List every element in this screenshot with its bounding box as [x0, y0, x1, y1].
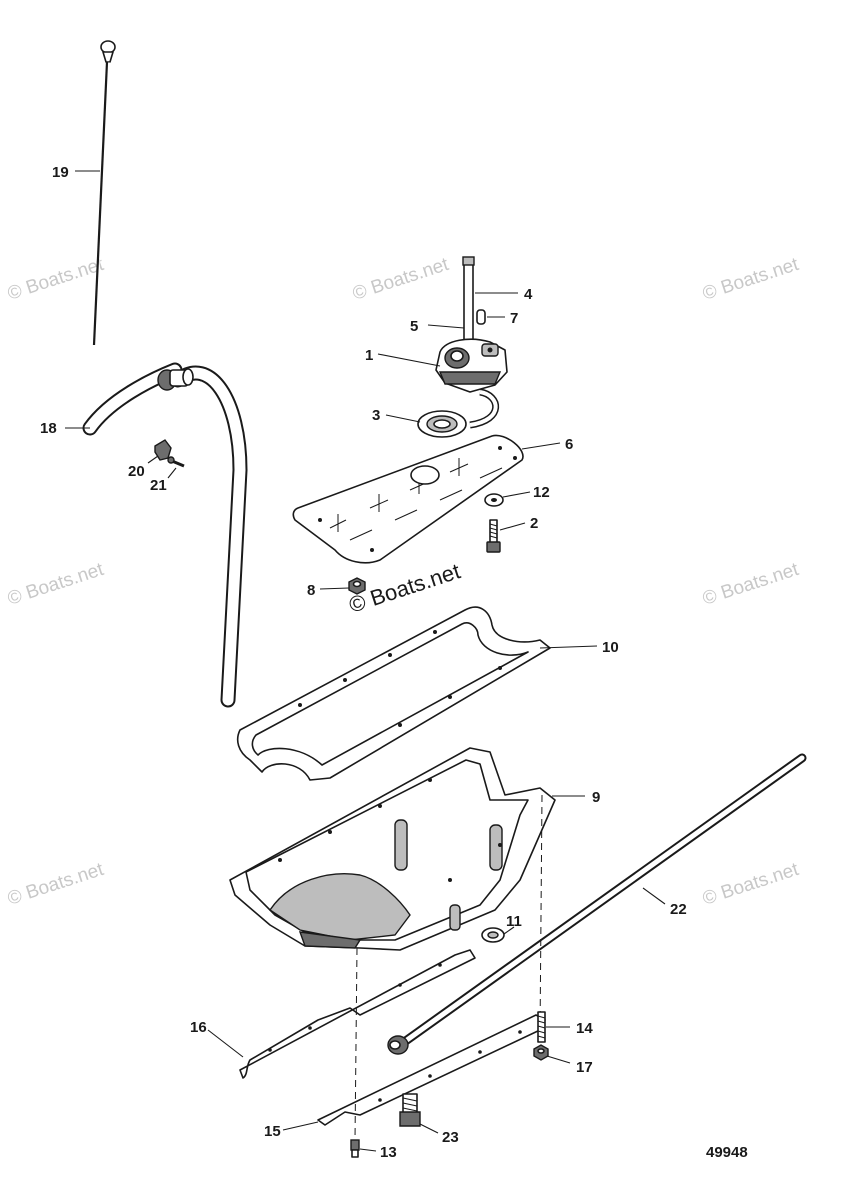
callout-14: 14 — [576, 1020, 593, 1037]
watermark: © Boats.net — [700, 859, 802, 910]
part-12-washer — [484, 493, 504, 507]
watermark: © Boats.net — [700, 254, 802, 305]
part-3-pickup-screen — [417, 388, 500, 438]
watermark: © Boats.net — [5, 559, 107, 610]
part-11-drain-washer — [481, 927, 505, 943]
callout-20: 20 — [128, 463, 145, 480]
part-23-drain-plug — [399, 1093, 421, 1127]
callout-6: 6 — [565, 436, 573, 453]
callout-2: 2 — [530, 515, 538, 532]
callout-8: 8 — [307, 582, 315, 599]
callout-12: 12 — [533, 484, 550, 501]
part-1-oil-pump — [435, 338, 508, 393]
callout-5: 5 — [410, 318, 418, 335]
callout-22: 22 — [670, 901, 687, 918]
watermark: © Boats.net — [700, 559, 802, 610]
part-22-rod — [387, 753, 807, 1055]
callout-9: 9 — [592, 789, 600, 806]
watermark: © Boats.net — [5, 254, 107, 305]
watermark: © Boats.net — [5, 859, 107, 910]
watermark-main: © Boats.net — [346, 558, 463, 617]
callout-17: 17 — [576, 1059, 593, 1076]
part-4-drive-shaft — [462, 256, 475, 349]
callout-7: 7 — [510, 310, 518, 327]
part-16-pan-rail-gasket — [239, 949, 476, 1079]
part-9-oil-pan — [229, 747, 556, 951]
part-10-oil-pan-gasket — [236, 606, 551, 781]
part-13-bolt — [350, 1139, 360, 1158]
figure-number: 49948 — [706, 1144, 748, 1161]
part-19-dipstick — [92, 40, 116, 346]
leader-lines — [65, 170, 666, 1152]
callout-23: 23 — [442, 1129, 459, 1146]
part-7-pin — [476, 309, 486, 325]
part-17-nut — [533, 1044, 549, 1061]
callout-10: 10 — [602, 639, 619, 656]
callout-15: 15 — [264, 1123, 281, 1140]
callout-19: 19 — [52, 164, 69, 181]
part-15-pan-rail-gasket — [317, 1014, 546, 1126]
part-2-bolt — [486, 519, 501, 553]
callout-3: 3 — [372, 407, 380, 424]
part-14-stud — [537, 1011, 546, 1043]
alignment-lines — [354, 794, 543, 1141]
callout-18: 18 — [40, 420, 57, 437]
callout-11: 11 — [506, 913, 522, 930]
part-8-nut — [348, 577, 366, 595]
callout-16: 16 — [190, 1019, 207, 1036]
callout-labels: 19 18 20 21 4 5 7 1 3 6 12 2 8 10 9 11 2… — [40, 164, 687, 1161]
callout-21: 21 — [150, 477, 167, 494]
part-21-screw — [167, 456, 185, 468]
callout-13: 13 — [380, 1144, 397, 1161]
callout-4: 4 — [524, 286, 533, 303]
part-6-windage-tray — [292, 434, 524, 564]
watermark: © Boats.net — [350, 254, 452, 305]
callout-1: 1 — [365, 347, 373, 364]
part-18-dipstick-tube — [82, 362, 248, 708]
